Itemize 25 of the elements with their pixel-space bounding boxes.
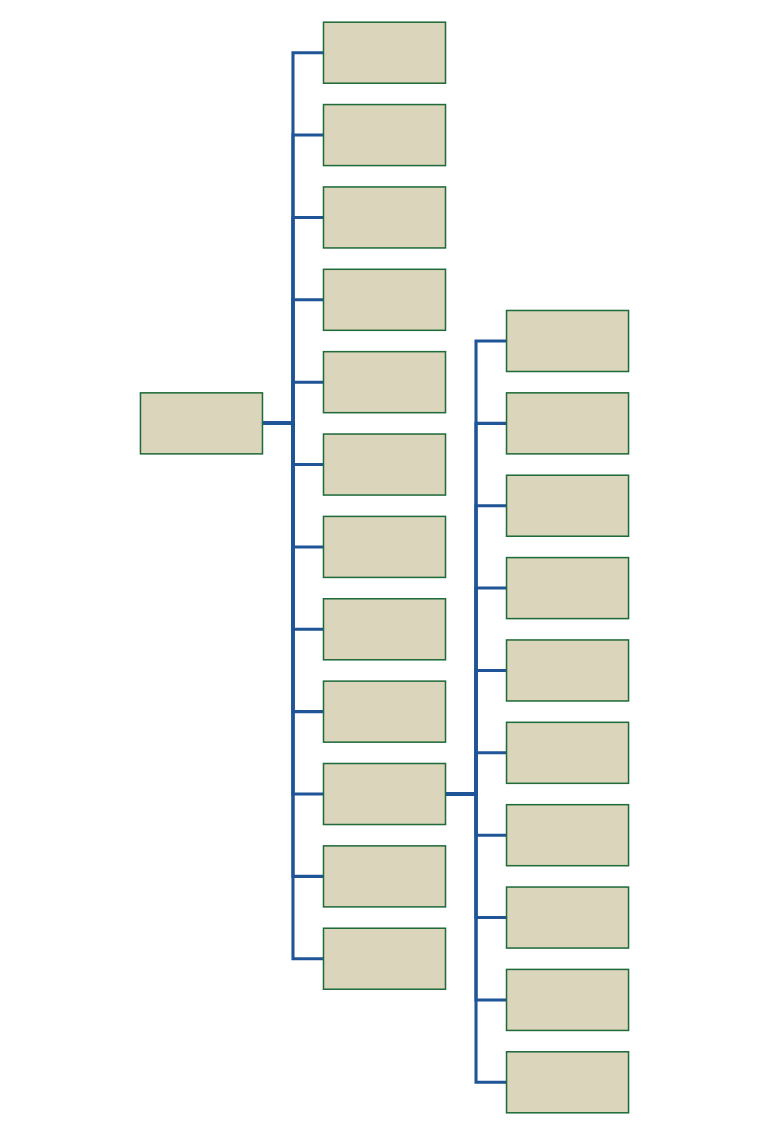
node-box <box>322 21 447 84</box>
node-box <box>505 474 630 537</box>
node-box <box>505 968 630 1032</box>
node-box <box>505 1051 630 1114</box>
connector <box>262 421 324 961</box>
node-box <box>505 886 630 949</box>
node-box <box>505 392 630 455</box>
node-box <box>505 721 630 785</box>
node-box <box>322 762 447 826</box>
node-box <box>322 680 447 743</box>
node-box <box>505 803 630 867</box>
connector <box>445 792 507 1084</box>
node-box <box>322 433 447 496</box>
node-box <box>505 639 630 702</box>
node-box <box>322 186 447 249</box>
node-box <box>322 350 447 414</box>
node-box <box>322 845 447 908</box>
node-box <box>505 556 630 620</box>
node-box <box>139 392 264 455</box>
node-box <box>322 268 447 332</box>
node-box <box>505 309 630 373</box>
node-box <box>322 927 447 990</box>
node-box <box>322 103 447 167</box>
node-box <box>322 515 447 579</box>
node-box <box>322 598 447 661</box>
